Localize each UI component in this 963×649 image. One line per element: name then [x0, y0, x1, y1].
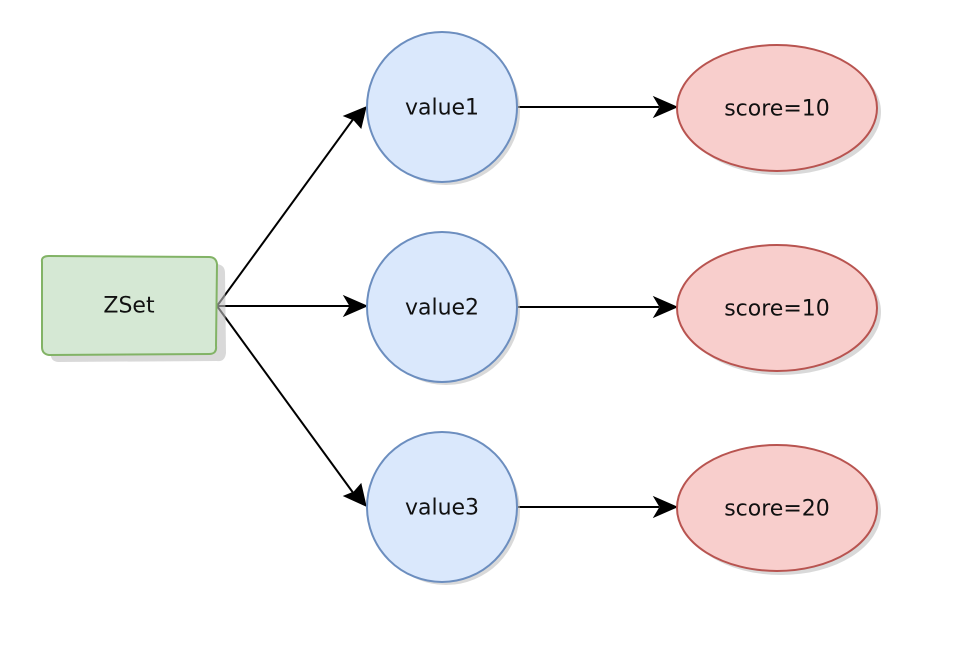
value-node-3[interactable]: value3	[366, 431, 520, 585]
score-node-2[interactable]: score=10	[676, 244, 881, 375]
arrowhead-value2	[342, 294, 369, 318]
arrowhead-value3	[342, 482, 367, 507]
score-node-3-label: score=20	[724, 497, 830, 522]
score-node-3[interactable]: score=20	[676, 444, 881, 575]
arrowhead-score1	[652, 95, 679, 119]
score-node-1[interactable]: score=10	[676, 44, 881, 175]
arrowhead-score2	[652, 295, 679, 319]
zset-node[interactable]: ZSet	[40, 254, 227, 362]
value-node-1[interactable]: value1	[366, 31, 520, 185]
value-node-2-label: value2	[405, 296, 479, 321]
score-node-1-label: score=10	[724, 97, 830, 122]
score-node-2-label: score=10	[724, 297, 830, 322]
edges	[216, 95, 679, 519]
score-node-2-ellipse	[676, 244, 878, 372]
value-node-2-circle	[366, 231, 518, 383]
edge-zset-value1	[216, 117, 355, 307]
value-node-2[interactable]: value2	[366, 231, 520, 385]
arrowhead-score3	[652, 495, 679, 519]
zset-node-box	[40, 254, 219, 357]
value-node-1-circle	[366, 31, 518, 183]
value-node-3-label: value3	[405, 496, 479, 521]
value-node-3-circle	[366, 431, 518, 583]
value-node-1-label: value1	[405, 96, 479, 121]
score-node-3-ellipse	[676, 444, 878, 572]
arrowhead-value1	[342, 106, 367, 130]
edge-zset-value3	[216, 305, 355, 495]
score-node-1-ellipse	[676, 44, 878, 172]
zset-node-label: ZSet	[103, 294, 155, 319]
